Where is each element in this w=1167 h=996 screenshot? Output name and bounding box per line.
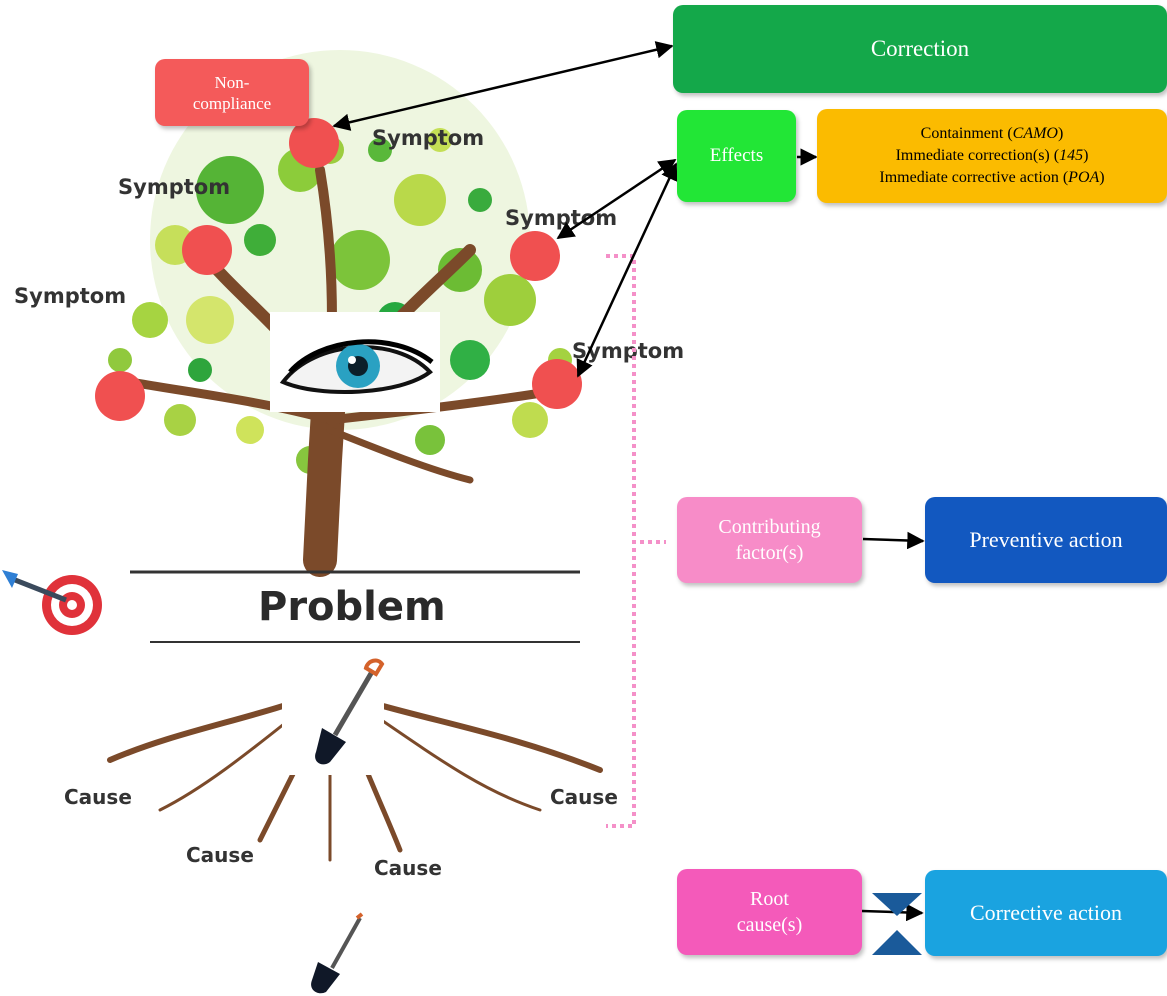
shovel-icon [311, 912, 364, 994]
apple-marker [95, 371, 145, 421]
apple-marker [532, 359, 582, 409]
effects-label: Effects [709, 145, 764, 166]
apple-marker [182, 225, 232, 275]
cause-label: Cause [550, 785, 618, 809]
symptom-label: Symptom [118, 175, 230, 199]
contributing-factors-box: Contributing factor(s) [677, 497, 862, 583]
containment-box: Containment (CAMO) Immediate correction(… [817, 109, 1167, 203]
symptom-label: Symptom [14, 284, 126, 308]
root-causes-box: Root cause(s) [677, 869, 862, 955]
apple-marker [510, 231, 560, 281]
containment-line: Containment (CAMO) [920, 125, 1064, 142]
non-compliance-label-line2: compliance [192, 93, 272, 113]
correction-label: Correction [870, 36, 970, 61]
eye-icon [270, 312, 440, 412]
corrective-action-box: Corrective action [925, 870, 1167, 956]
target-dart-icon [2, 570, 102, 635]
preventive-action-box: Preventive action [925, 497, 1167, 583]
tree-foliage [108, 50, 572, 474]
cause-label: Cause [374, 856, 442, 880]
immediate-corrective-action-line: Immediate corrective action (POA) [879, 169, 1105, 186]
cause-label: Cause [64, 785, 132, 809]
symptom-label: Symptom [372, 126, 484, 150]
problem-label: Problem [258, 584, 446, 630]
apple-marker [289, 118, 339, 168]
effects-box: Effects [677, 110, 796, 202]
symptom-markers [95, 118, 582, 421]
immediate-correction-line: Immediate correction(s) (145) [895, 147, 1089, 164]
cause-label: Cause [186, 843, 254, 867]
non-compliance-label-line1: Non- [214, 72, 250, 92]
contributing-label-line2: factor(s) [735, 542, 804, 564]
connector-arrows [332, 41, 925, 922]
root-label-line1: Root [750, 888, 789, 910]
root-label-line2: cause(s) [736, 914, 803, 936]
chevron-decoration [872, 893, 922, 955]
contributing-label-line1: Contributing [718, 516, 821, 538]
bracket-line [606, 254, 666, 828]
shovel-icon [282, 646, 385, 775]
non-compliance-box: Non- compliance [155, 59, 309, 126]
correction-box: Correction [673, 5, 1167, 93]
corrective-action-label: Corrective action [969, 900, 1123, 925]
preventive-action-label: Preventive action [969, 527, 1123, 552]
